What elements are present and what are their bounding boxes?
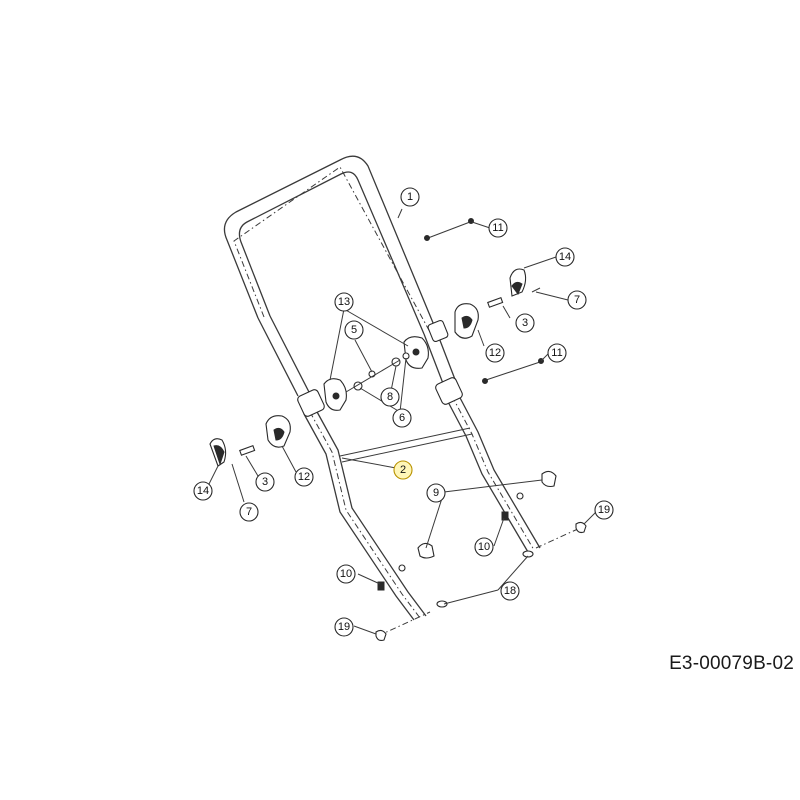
- svg-text:6: 6: [399, 412, 405, 424]
- svg-text:3: 3: [522, 317, 528, 329]
- svg-text:8: 8: [387, 391, 393, 403]
- svg-text:11: 11: [492, 222, 503, 234]
- left-knob-cluster: [209, 415, 291, 467]
- svg-text:12: 12: [298, 471, 310, 483]
- callout-3: 3: [255, 472, 275, 492]
- leader-lines: [207, 208, 597, 635]
- svg-text:14: 14: [197, 485, 209, 497]
- svg-text:11: 11: [551, 347, 562, 359]
- svg-text:19: 19: [338, 621, 350, 633]
- svg-text:12: 12: [489, 347, 501, 359]
- callout-7: 7: [239, 502, 259, 522]
- callout-19: 19: [594, 500, 614, 520]
- callout-3: 3: [515, 313, 535, 333]
- svg-text:10: 10: [340, 568, 352, 580]
- svg-text:9: 9: [433, 487, 439, 499]
- center-bracket-cluster: [323, 336, 429, 411]
- drawing-code-label: E3-00079B-02: [669, 653, 794, 674]
- svg-text:2: 2: [400, 464, 406, 476]
- callout-5: 5: [344, 320, 364, 340]
- callout-18: 18: [500, 581, 520, 601]
- callout-19: 19: [334, 617, 354, 637]
- svg-text:19: 19: [598, 504, 610, 516]
- svg-text:3: 3: [262, 476, 268, 488]
- lower-handle: [297, 320, 541, 621]
- callout-2: 2: [393, 460, 413, 480]
- svg-text:7: 7: [246, 506, 252, 518]
- callout-14: 14: [193, 481, 213, 501]
- callout-10: 10: [474, 537, 494, 557]
- cable-assemblies: [424, 218, 544, 384]
- callout-14: 14: [555, 247, 575, 267]
- lower-fasteners: [375, 470, 587, 642]
- callout-8: 8: [380, 387, 400, 407]
- callout-7: 7: [567, 290, 587, 310]
- svg-text:7: 7: [574, 294, 580, 306]
- callout-11: 11: [488, 218, 508, 238]
- callout-6: 6: [392, 408, 412, 428]
- callout-11: 11: [547, 343, 567, 363]
- callout-1: 1: [400, 187, 420, 207]
- svg-text:13: 13: [338, 296, 350, 308]
- callout-13: 13: [334, 292, 354, 312]
- callout-9: 9: [426, 483, 446, 503]
- svg-text:10: 10: [478, 541, 490, 553]
- callout-12: 12: [294, 467, 314, 487]
- callout-10: 10: [336, 564, 356, 584]
- svg-text:14: 14: [559, 251, 571, 263]
- callout-12: 12: [485, 343, 505, 363]
- svg-text:18: 18: [504, 585, 516, 597]
- right-knob-cluster: [454, 268, 541, 339]
- svg-text:1: 1: [407, 191, 413, 203]
- svg-text:5: 5: [351, 324, 357, 336]
